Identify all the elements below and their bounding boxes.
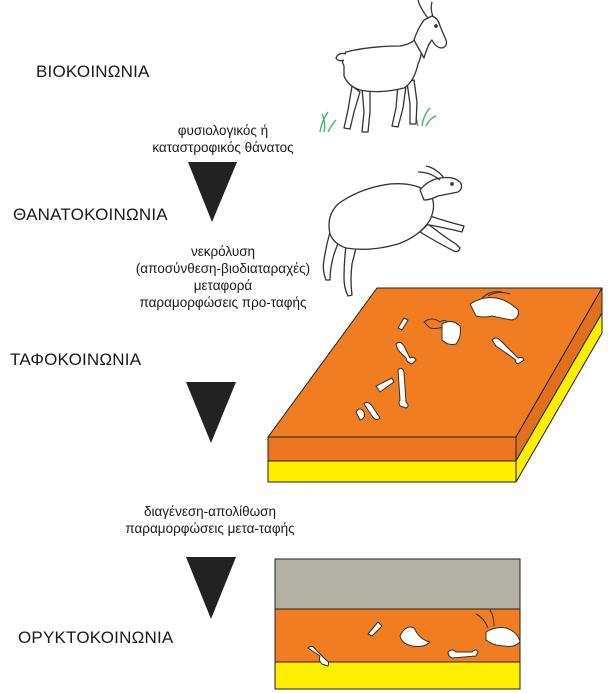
dead-goat-icon: [323, 166, 464, 296]
fossil-yellow-layer: [275, 662, 520, 689]
overburden-gray-layer: [275, 559, 520, 609]
grass-icon: [320, 106, 436, 132]
sediment-block-taphocoenosis: [268, 288, 602, 482]
sediment-front-yellow: [268, 461, 516, 482]
sediment-front-orange: [268, 437, 516, 461]
arrow-burial: [186, 382, 236, 443]
living-goat-icon: [320, 0, 447, 132]
arrow-diagenesis: [186, 557, 236, 619]
fossil-block-oryctocoenosis: [275, 559, 520, 689]
arrow-death: [188, 162, 237, 222]
arrow-group: [186, 162, 237, 619]
fossil-orange-layer: [275, 609, 520, 662]
